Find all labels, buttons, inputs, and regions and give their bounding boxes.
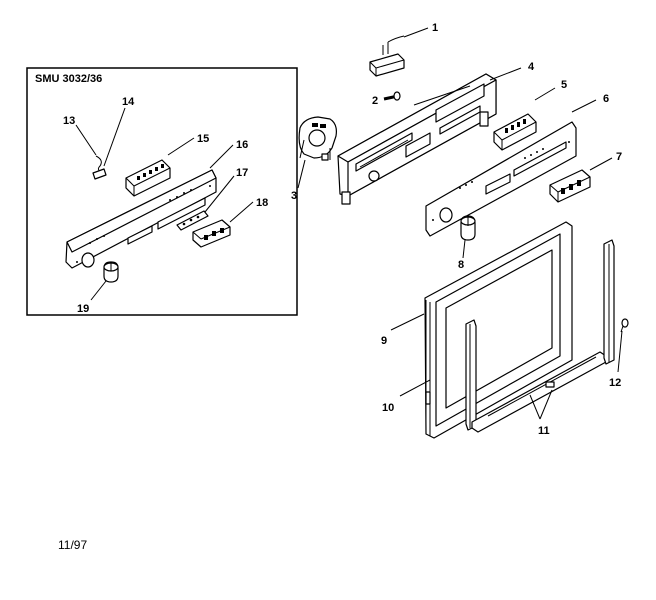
callout-numbers: 1 2 3 4 5 6 7 8 9 10 11 12 13 14 15 16 1… bbox=[63, 22, 622, 437]
callout-13: 13 bbox=[63, 115, 75, 127]
part-main-control-panel bbox=[337, 73, 497, 205]
callout-7: 7 bbox=[616, 151, 622, 163]
part-door-trims bbox=[471, 239, 615, 433]
callout-11: 11 bbox=[538, 425, 550, 437]
footer-date: 11/97 bbox=[58, 538, 87, 552]
callout-17: 17 bbox=[236, 167, 248, 179]
inset-indicator-block bbox=[192, 219, 231, 248]
callout-1: 1 bbox=[432, 22, 438, 34]
part-fascia-panel bbox=[425, 121, 577, 237]
part-small-screw bbox=[620, 318, 629, 333]
inset-switch-block bbox=[125, 159, 171, 197]
part-indicator-block bbox=[549, 169, 591, 203]
part-switch-block bbox=[493, 113, 537, 151]
inset-clip bbox=[92, 155, 107, 180]
callout-4: 4 bbox=[528, 61, 535, 73]
part-connector bbox=[369, 35, 405, 77]
part-screw bbox=[383, 91, 401, 101]
callout-19: 19 bbox=[77, 303, 89, 315]
part-side-trim bbox=[465, 319, 477, 431]
inset-control-panel bbox=[65, 169, 217, 269]
callout-12: 12 bbox=[609, 377, 621, 389]
callout-15: 15 bbox=[197, 133, 209, 145]
part-selector-switch bbox=[298, 116, 337, 161]
callout-18: 18 bbox=[256, 197, 268, 209]
callout-10: 10 bbox=[382, 402, 394, 414]
inset-smu-3032-36: SMU 3032/36 bbox=[26, 67, 298, 316]
inset-title: SMU 3032/36 bbox=[35, 73, 102, 85]
part-door-frame bbox=[424, 221, 573, 439]
callout-14: 14 bbox=[122, 96, 135, 108]
inset-knob bbox=[103, 261, 119, 283]
callout-9: 9 bbox=[381, 335, 387, 347]
callout-5: 5 bbox=[561, 79, 567, 91]
part-knob bbox=[460, 215, 476, 241]
leader-lines bbox=[75, 27, 623, 420]
inset-lens bbox=[176, 210, 209, 231]
callout-16: 16 bbox=[236, 139, 248, 151]
callout-8: 8 bbox=[458, 259, 464, 271]
inset-frame bbox=[26, 67, 298, 316]
callout-3: 3 bbox=[291, 190, 297, 202]
callout-2: 2 bbox=[372, 95, 378, 107]
callout-6: 6 bbox=[603, 93, 609, 105]
